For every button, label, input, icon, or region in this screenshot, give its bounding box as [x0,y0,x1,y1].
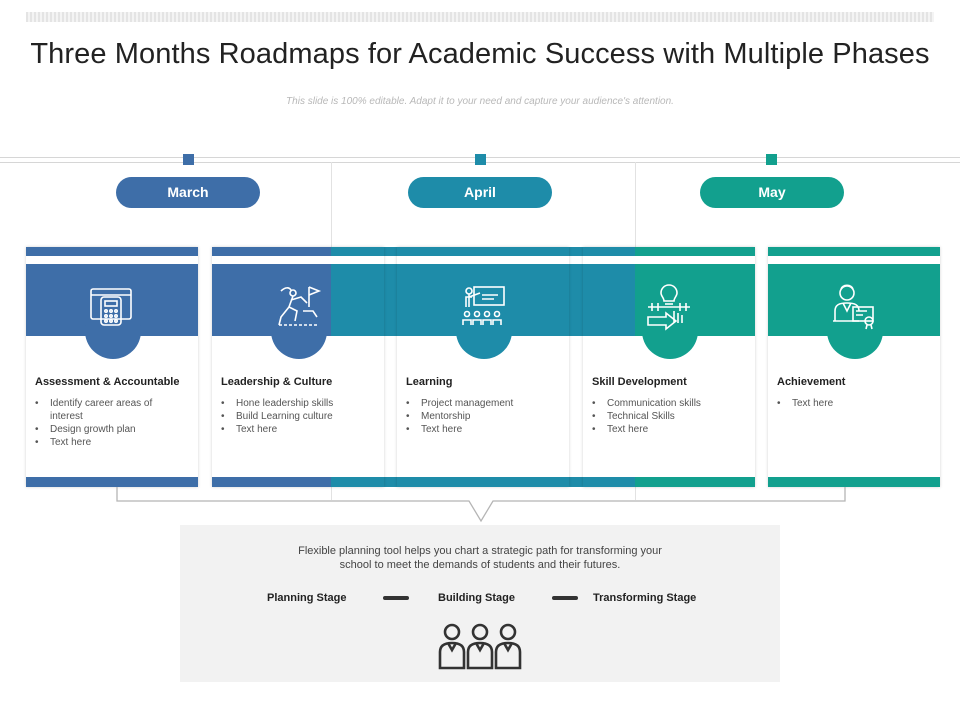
card-top-bar [768,247,940,256]
summary-text: Flexible planning tool helps you chart a… [180,544,780,572]
timeline-marker-may [766,154,777,165]
calculator-folder-icon [90,288,132,326]
list-item: Project management [406,397,556,410]
card-list: Project management Mentorship Text here [406,397,556,436]
card-list: Text here [777,397,927,410]
list-item: Text here [777,397,927,410]
certificate-graduate-icon [833,284,874,330]
stage-building: Building Stage [438,592,515,604]
card-top-bar [397,247,569,256]
list-item: Technical Skills [592,410,742,423]
phase-card-leadership: Leadership & Culture Hone leadership ski… [212,247,384,487]
list-item: Text here [35,436,185,449]
card-list: Hone leadership skills Build Learning cu… [221,397,371,436]
month-pill-may[interactable]: May [700,177,844,208]
phase-card-learning: Learning Project management Mentorship T… [397,247,569,487]
timeline-marker-march [183,154,194,165]
stage-connector-1 [383,596,409,600]
skill-growth-icon [647,284,690,331]
card-title: Achievement [777,376,846,388]
month-pill-march[interactable]: March [116,177,260,208]
stage-connector-2 [552,596,578,600]
card-title: Skill Development [592,376,687,388]
phase-card-achievement: Achievement Text here [768,247,940,487]
card-title: Leadership & Culture [221,376,333,388]
card-bottom-bar [397,477,569,487]
list-item: Identify career areas of interest [35,397,185,423]
card-bottom-bar [583,477,755,487]
card-icon-circle [271,303,327,359]
list-item: Text here [406,423,556,436]
month-pill-april[interactable]: April [408,177,552,208]
top-decor-strip [26,12,934,22]
stage-transforming: Transforming Stage [593,592,697,604]
card-bottom-bar [212,477,384,487]
card-title: Assessment & Accountable [35,376,180,388]
list-item: Text here [221,423,371,436]
card-top-bar [212,247,384,256]
classroom-presentation-icon [462,286,505,325]
card-icon-circle [642,303,698,359]
list-item: Text here [592,423,742,436]
list-item: Mentorship [406,410,556,423]
page-title: Three Months Roadmaps for Academic Succe… [30,38,930,70]
card-top-bar [26,247,198,256]
list-item: Hone leadership skills [221,397,371,410]
timeline-marker-april [475,154,486,165]
card-top-bar [583,247,755,256]
climbing-flag-icon [278,286,322,326]
list-item: Build Learning culture [221,410,371,423]
card-bottom-bar [26,477,198,487]
stage-planning: Planning Stage [267,592,347,604]
page-subtitle: This slide is 100% editable. Adapt it to… [286,96,674,107]
summary-text-line-1: Flexible planning tool helps you chart a… [298,545,662,557]
summary-text-line-2: school to meet the demands of students a… [339,559,621,571]
team-people-icon [438,623,522,670]
card-title: Learning [406,376,453,388]
list-item: Design growth plan [35,423,185,436]
card-bottom-bar [768,477,940,487]
card-list: Communication skills Technical Skills Te… [592,397,742,436]
card-list: Identify career areas of interest Design… [35,397,185,449]
phase-card-assessment: Assessment & Accountable Identify career… [26,247,198,487]
list-item: Communication skills [592,397,742,410]
summary-box: Flexible planning tool helps you chart a… [180,525,780,682]
phase-card-skill-development: Skill Development Communication skills T… [583,247,755,487]
